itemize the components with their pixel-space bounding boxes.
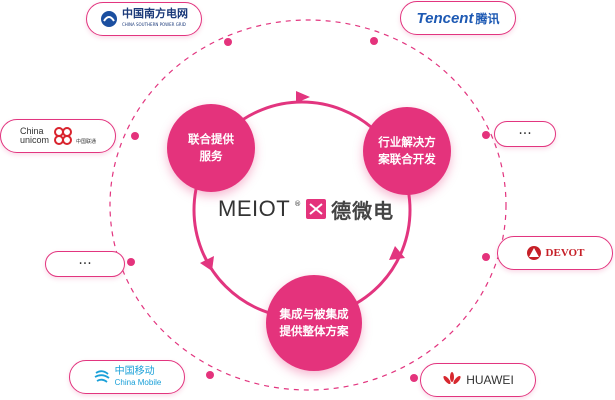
- node-joint-service: 联合提供 服务: [167, 104, 255, 192]
- unicom-line1: China: [19, 126, 44, 136]
- arrow-left: [200, 256, 214, 271]
- node-integration: 集成与被集成 提供整体方案: [266, 275, 362, 371]
- partner-china-mobile: 中国移动 China Mobile: [69, 360, 185, 394]
- partner-placeholder-left: ···: [45, 251, 125, 277]
- devot-triangle-icon: [526, 246, 541, 260]
- partner-tencent: Tencent 腾讯: [400, 1, 516, 35]
- mobile-en: China Mobile: [114, 378, 162, 387]
- mobile-cn: 中国移动: [114, 366, 155, 377]
- partner-unicom: China unicom 中国联通: [0, 119, 116, 153]
- dot-ll: [127, 258, 135, 266]
- node-integration-line2: 提供整体方案: [279, 324, 349, 338]
- dot-mr: [482, 131, 490, 139]
- partner-devot: DEVOT: [497, 236, 613, 270]
- dot-bl: [206, 371, 214, 379]
- huawei-text: HUAWEI: [466, 373, 514, 387]
- node-industry-solution: 行业解决方 案联合开发: [363, 107, 451, 195]
- partner-huawei: HUAWEI: [420, 363, 536, 397]
- node-integration-line1: 集成与被集成: [279, 307, 349, 321]
- brand-cn: 德微电: [331, 198, 395, 223]
- csg-en: CHINA SOUTHERN POWER GRID: [122, 22, 186, 27]
- node-industry-solution-line1: 行业解决方: [378, 135, 436, 149]
- dot-tr: [370, 37, 378, 45]
- tencent-cn: 腾讯: [475, 11, 500, 26]
- meiot-emblem-icon: [306, 199, 327, 219]
- arrow-top: [296, 91, 310, 103]
- huawei-petal-icon: [443, 372, 461, 385]
- unicom-knot-icon: [54, 127, 72, 145]
- partner-csg: 中国南方电网 CHINA SOUTHERN POWER GRID: [86, 2, 202, 36]
- placeholder-right-text: ···: [518, 126, 532, 142]
- unicom-line2: unicom: [19, 135, 49, 145]
- dot-ml: [131, 132, 139, 140]
- placeholder-left-text: ···: [78, 256, 92, 272]
- node-joint-service-line1: 联合提供: [188, 132, 234, 146]
- node-industry-solution-line2: 案联合开发: [378, 152, 436, 166]
- tencent-en: Tencent: [416, 9, 474, 27]
- dot-tl: [224, 38, 232, 46]
- outer-dashed-ring: [109, 19, 507, 391]
- center-logo: MEIOT ® 德微电: [218, 194, 398, 224]
- csg-logo-icon: [101, 11, 117, 27]
- devot-text: DEVOT: [545, 247, 585, 259]
- dot-br: [410, 374, 418, 382]
- registered-mark: ®: [294, 200, 302, 208]
- china-mobile-logo-icon: [94, 370, 110, 383]
- arrow-right: [389, 246, 405, 260]
- unicom-cn: 中国联通: [76, 138, 97, 145]
- csg-cn: 中国南方电网: [122, 7, 188, 20]
- node-joint-service-line2: 服务: [199, 149, 223, 163]
- partner-placeholder-right: ···: [494, 121, 556, 147]
- dot-lr: [482, 253, 490, 261]
- brand-en: MEIOT: [218, 196, 291, 221]
